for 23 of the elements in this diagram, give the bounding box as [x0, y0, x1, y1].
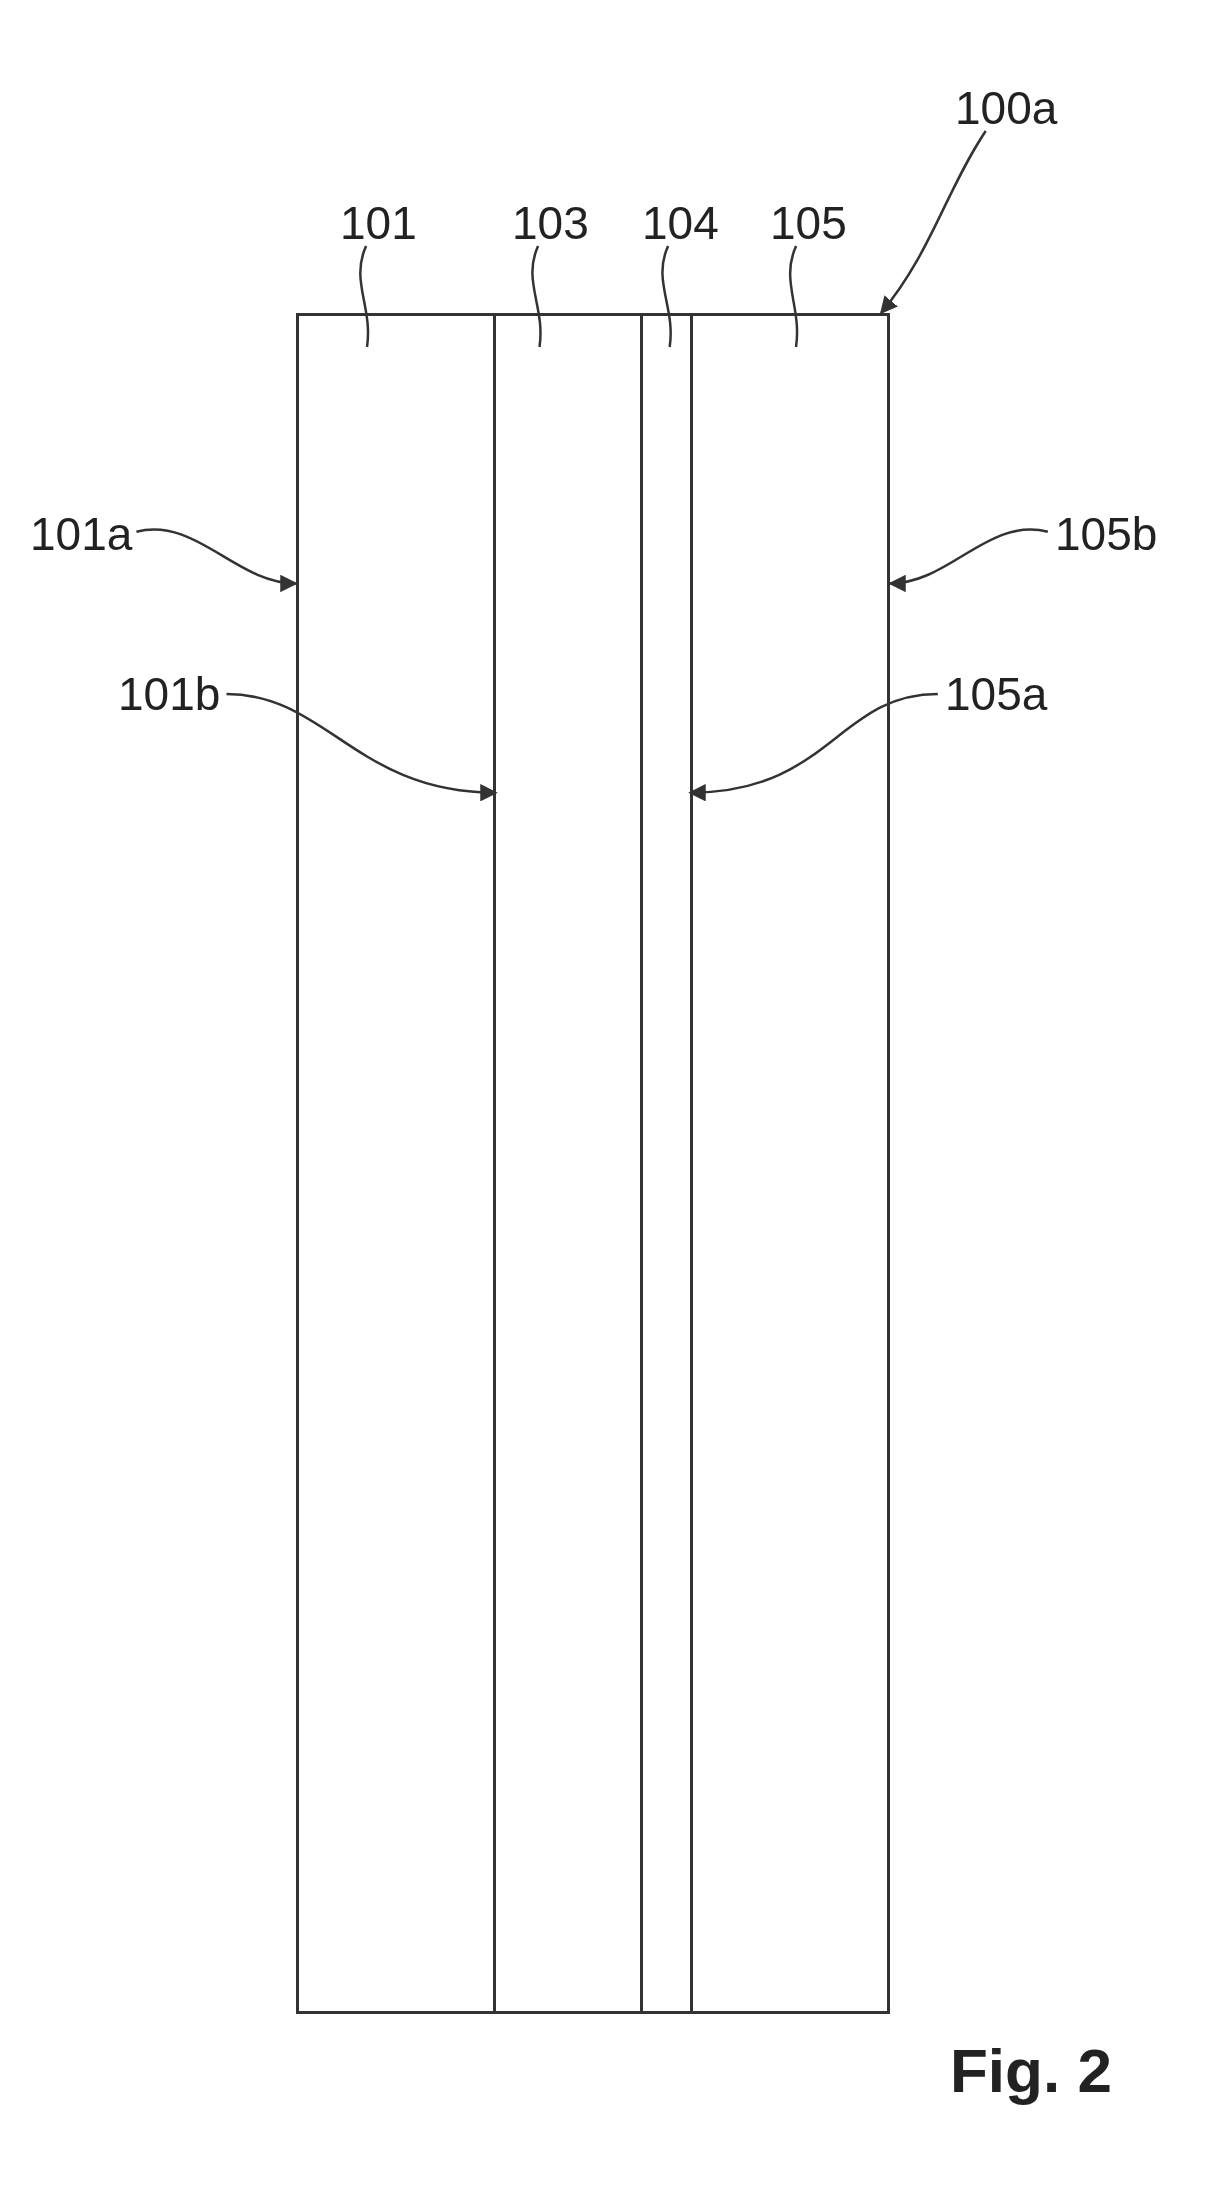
- reference-numeral: 101a: [30, 511, 133, 557]
- reference-numeral: 103: [512, 200, 589, 246]
- layer: [640, 313, 693, 2014]
- reference-numeral: 104: [642, 200, 719, 246]
- leader-line: [531, 245, 542, 348]
- reference-numeral: 105b: [1055, 511, 1158, 557]
- reference-numeral: 101: [340, 200, 417, 246]
- reference-numeral: 105: [770, 200, 847, 246]
- leader-arrow: [136, 528, 298, 591]
- reference-numeral: 101b: [118, 671, 221, 717]
- leader-arrow: [688, 692, 938, 801]
- leader-arrow: [888, 528, 1048, 591]
- reference-numeral: 105a: [945, 671, 1048, 717]
- leader-arrow: [226, 692, 498, 801]
- leader-line: [661, 245, 672, 348]
- leader-line: [359, 245, 370, 348]
- layer: [493, 313, 643, 2014]
- leader-line: [788, 245, 799, 348]
- layer-stack: [296, 313, 890, 2014]
- layer: [690, 313, 890, 2014]
- layer: [296, 313, 496, 2014]
- leader-arrow: [880, 130, 987, 315]
- reference-numeral: 100a: [955, 85, 1058, 131]
